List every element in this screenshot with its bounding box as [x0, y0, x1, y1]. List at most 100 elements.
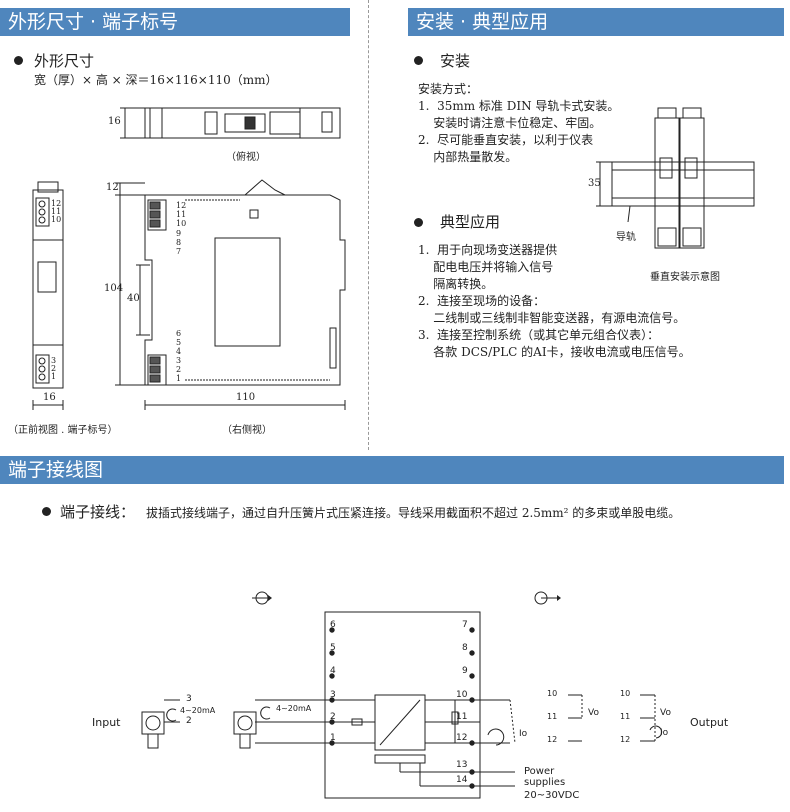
app-line-3: 隔离转换。 [418, 277, 494, 291]
side-terminal-9: 9 [176, 229, 182, 238]
side-terminal-12: 12 [176, 201, 187, 210]
app-line-7: 各款 DCS/PLC 的AI卡，接收电流或电压信号。 [418, 345, 691, 359]
terminal-13: 13 [456, 760, 468, 770]
input-signal-range: 4~20mA [180, 706, 216, 715]
terminal-1: 1 [330, 733, 336, 743]
app-line-4: 2. 连接至现场的设备： [418, 294, 546, 308]
app-line-5: 二线制或三线制非智能变送器，有源电流信号。 [418, 311, 686, 325]
side-terminal-8: 8 [176, 238, 182, 247]
terminal-14: 14 [456, 775, 468, 785]
out-a-term-10: 10 [547, 689, 558, 698]
power-line-1: Power [524, 766, 555, 777]
side-terminal-1: 1 [176, 374, 182, 383]
front-terminal-12: 12 [51, 199, 62, 208]
app-heading: 典型应用 [440, 213, 501, 231]
dim-text: 宽（厚）× 高 × 深＝16×116×110（mm） [34, 73, 278, 87]
out-a-term-11: 11 [547, 712, 558, 721]
section-header-installation: 安装 · 典型应用 [408, 8, 784, 36]
terminal-10: 10 [456, 690, 468, 700]
out-b-term-11: 11 [620, 712, 631, 721]
install-method: 安装方式： [418, 82, 479, 96]
side-terminal-2: 2 [176, 365, 182, 374]
terminal-4: 4 [330, 666, 336, 676]
front-view-drawing [32, 181, 64, 410]
wiring-bullet-icon [42, 507, 51, 516]
wiring-lead-text: 拔插式接线端子，通过自升压簧片式压紧连接。导线采用截面积不超过 2.5mm² 的… [146, 506, 681, 520]
front-terminal-1: 1 [51, 372, 57, 381]
front-view-label: （正前视图 . 端子标号） [8, 425, 118, 436]
vo-label-b: Vo [660, 708, 671, 718]
input-label: Input [92, 716, 121, 729]
dim-104: 104 [104, 283, 124, 294]
side-terminal-11: 11 [176, 210, 187, 219]
dim-heading: 外形尺寸 [34, 52, 95, 70]
install-line-3: 2. 尽可能垂直安装，以利于仪表 [418, 133, 594, 147]
top-view-label: （俯视） [226, 152, 266, 163]
column-divider [368, 0, 369, 450]
vo-label-a: Vo [588, 708, 599, 718]
side-terminal-3: 3 [176, 356, 182, 365]
app-line-6: 3. 连接至控制系统（或其它单元组合仪表）： [418, 328, 660, 342]
terminal-5: 5 [330, 643, 336, 653]
wiring-diagram [141, 591, 663, 799]
section-header-dimensions: 外形尺寸 · 端子标号 [0, 8, 350, 36]
output-label: Output [690, 716, 729, 729]
app-line-1: 1. 用于向现场变送器提供 [418, 243, 558, 257]
io-label-b: Io [660, 728, 669, 738]
install-line-2: 安装时请注意卡位稳定、牢固。 [418, 116, 602, 130]
front-terminal-11: 11 [51, 207, 62, 216]
side-terminal-4: 4 [176, 347, 182, 356]
rail-label: 导轨 [616, 232, 636, 243]
terminal-9: 9 [462, 666, 468, 676]
io-label-main: Io [519, 729, 528, 739]
install-bullet-icon [414, 56, 423, 65]
top-view-drawing [120, 107, 341, 139]
transmitter-wired-icon [233, 706, 271, 749]
side-terminal-10: 10 [176, 219, 187, 228]
side-terminal-6: 6 [176, 329, 182, 338]
dim-front-16: 16 [43, 392, 56, 403]
dim-40: 40 [127, 293, 140, 304]
install-line-4: 内部热量散发。 [418, 150, 518, 164]
dim-12: 12 [106, 182, 119, 193]
module-box [324, 611, 481, 799]
terminal-8: 8 [462, 643, 468, 653]
transmitter-input-icon [141, 699, 180, 749]
mount-illustration [596, 107, 755, 249]
dim-top-16: 16 [108, 116, 121, 127]
out-b-term-12: 12 [620, 735, 631, 744]
rail-dim: 35 [588, 178, 601, 189]
section-header-wiring: 端子接线图 [0, 456, 784, 484]
wired-signal-range: 4~20mA [276, 704, 312, 713]
dim-110: 110 [236, 392, 256, 403]
front-terminal-3: 3 [51, 356, 57, 365]
output-voltage-example [568, 694, 583, 742]
src-term-3: 3 [186, 694, 192, 704]
dim-bullet-icon [14, 56, 23, 65]
power-line-2: supplies [524, 777, 566, 788]
wiring-lead-label: 端子接线： [60, 503, 136, 521]
terminal-6: 6 [330, 620, 336, 630]
side-terminal-7: 7 [176, 247, 182, 256]
side-view-drawing [115, 179, 346, 410]
out-a-term-12: 12 [547, 735, 558, 744]
app-bullet-icon [414, 218, 423, 227]
front-terminal-10: 10 [51, 215, 62, 224]
terminal-12: 12 [456, 733, 468, 743]
terminal-2: 2 [330, 712, 336, 722]
power-line-3: 20~30VDC [524, 790, 580, 801]
side-terminal-5: 5 [176, 338, 182, 347]
install-heading: 安装 [440, 52, 471, 70]
out-b-term-10: 10 [620, 689, 631, 698]
front-terminal-2: 2 [51, 364, 57, 373]
src-term-2: 2 [186, 716, 192, 726]
app-line-2: 配电电压并将输入信号 [418, 260, 554, 274]
terminal-7: 7 [462, 620, 468, 630]
output-current-example [640, 694, 663, 742]
mount-caption: 垂直安装示意图 [650, 272, 720, 283]
terminal-11: 11 [456, 712, 468, 722]
side-view-label: （右侧视） [222, 425, 272, 436]
install-line-1: 1. 35mm 标准 DIN 导轨卡式安装。 [418, 99, 620, 113]
terminal-3: 3 [330, 690, 336, 700]
